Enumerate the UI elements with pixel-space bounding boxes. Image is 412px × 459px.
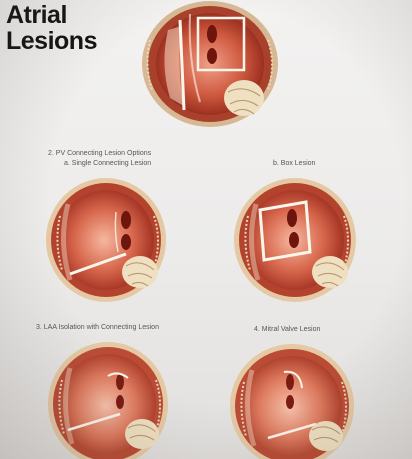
single-connecting-lesion-illustration bbox=[44, 176, 168, 304]
heart-illustration-icon bbox=[230, 344, 354, 459]
heart-illustration-icon bbox=[46, 178, 166, 302]
heart-illustration-icon bbox=[142, 1, 278, 127]
box-lesion-illustration bbox=[232, 176, 358, 304]
option-a-caption: a. Single Connecting Lesion bbox=[64, 160, 152, 167]
atrial-lesion-overview-illustration bbox=[140, 0, 280, 132]
section-3-title: 3. LAA Isolation with Connecting Lesion bbox=[36, 324, 159, 331]
section-2-title: 2. PV Connecting Lesion Options bbox=[48, 150, 152, 157]
heart-illustration-icon bbox=[48, 342, 168, 459]
option-b-caption: b. Box Lesion bbox=[273, 160, 316, 167]
heart-illustration-icon bbox=[234, 178, 356, 302]
section-4-title: 4. Mitral Valve Lesion bbox=[254, 326, 321, 333]
laa-isolation-illustration bbox=[46, 340, 170, 459]
title-line-1: Atrial bbox=[6, 1, 67, 29]
title-line-2: Lesions bbox=[6, 27, 97, 55]
page-title: Atrial Lesions bbox=[6, 2, 126, 54]
mitral-valve-lesion-illustration bbox=[228, 342, 356, 459]
